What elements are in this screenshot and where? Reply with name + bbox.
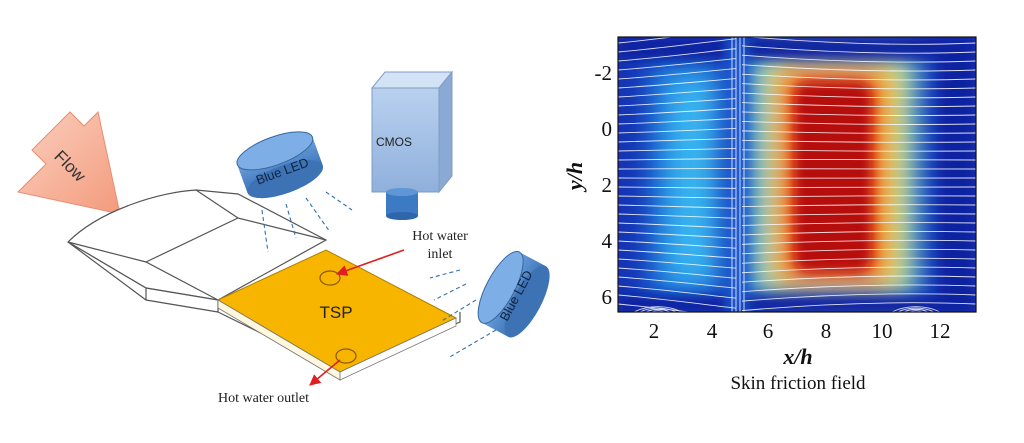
streamline — [618, 167, 737, 170]
streamline — [741, 83, 976, 90]
streamline — [618, 240, 737, 249]
streamline — [741, 149, 976, 152]
y-tick: 2 — [602, 173, 613, 197]
streamline — [618, 195, 737, 199]
streamline — [741, 275, 976, 283]
outlet-port — [335, 348, 357, 364]
streamline — [618, 186, 737, 189]
y-tick: 4 — [602, 229, 613, 253]
streamline — [741, 54, 976, 63]
streamline — [618, 38, 737, 53]
streamline — [741, 139, 976, 143]
streamline — [741, 130, 976, 134]
streamline — [741, 120, 976, 125]
x-axis-label: x/h — [782, 344, 812, 369]
x-tick: 2 — [649, 319, 660, 343]
streamline — [618, 285, 737, 299]
streamline — [618, 231, 737, 239]
setup-diagram: Flow TSP Hot water inlet Hot wat — [16, 70, 550, 406]
streamline — [741, 284, 976, 293]
streamlines — [618, 37, 976, 312]
streamline — [741, 222, 976, 226]
streamline — [618, 108, 737, 116]
x-tick: 12 — [930, 319, 951, 343]
streamline — [741, 266, 976, 274]
streamline — [618, 78, 737, 89]
streamline — [741, 111, 976, 117]
x-tick: 10 — [872, 319, 893, 343]
streamline — [618, 58, 737, 71]
streamline — [618, 68, 737, 80]
x-axis: 2 4 6 8 10 12 x/h — [649, 319, 951, 369]
streamline — [897, 307, 935, 312]
y-tick: -2 — [595, 61, 613, 85]
tsp-plate: TSP — [216, 249, 458, 381]
streamline — [741, 186, 976, 189]
streamline — [618, 249, 737, 259]
streamline — [618, 276, 737, 289]
streamline — [903, 308, 929, 312]
streamline — [741, 239, 976, 245]
streamline — [633, 306, 683, 312]
streamline — [618, 118, 737, 125]
inlet-label-line1: Hot water — [412, 229, 468, 244]
streamline — [741, 293, 976, 302]
streamline — [741, 73, 976, 81]
flow-arrow: Flow — [16, 110, 121, 215]
inlet-label-line2: inlet — [428, 247, 453, 262]
streamline — [741, 248, 976, 255]
streamline — [618, 204, 737, 209]
streamline — [741, 230, 976, 236]
streamline — [741, 257, 976, 264]
streamline — [618, 157, 737, 161]
streamline — [741, 92, 976, 99]
streamline — [741, 204, 976, 208]
streamline — [618, 213, 737, 219]
inlet-port — [319, 270, 341, 286]
streamline — [741, 195, 976, 198]
streamline — [744, 37, 976, 45]
x-tick: 8 — [821, 319, 832, 343]
tsp-label: TSP — [319, 303, 352, 322]
y-axis-label: y/h — [562, 162, 587, 193]
plot-frame — [617, 36, 977, 313]
blue-led-top: Blue LED — [236, 131, 324, 199]
streamline — [741, 45, 976, 54]
streamline — [741, 64, 976, 72]
inlet-arrow — [335, 249, 405, 276]
streamline — [741, 158, 976, 161]
y-tick: 0 — [602, 117, 613, 141]
camera-label: CMOS — [376, 135, 412, 149]
streamline — [618, 138, 737, 143]
streamline — [618, 294, 737, 309]
streamline — [741, 102, 976, 108]
light-beams — [261, 191, 497, 359]
streamline — [741, 213, 976, 217]
cmos-camera: CMOS — [370, 70, 454, 220]
skin-friction-plot: -2 0 2 4 6 y/h 2 4 6 8 10 12 x/h Skin fr… — [562, 36, 977, 394]
blue-led-right: Blue LED — [477, 251, 550, 338]
streamline — [618, 48, 737, 62]
x-tick: 4 — [707, 319, 718, 343]
streamline — [618, 98, 737, 107]
streamline — [618, 88, 737, 98]
y-axis: -2 0 2 4 6 y/h — [562, 61, 613, 309]
outlet-label: Hot water outlet — [218, 391, 309, 406]
streamline — [639, 307, 677, 312]
streamline — [618, 303, 693, 312]
streamline — [618, 147, 737, 152]
streamline — [618, 37, 676, 44]
streamline — [618, 128, 737, 134]
outlet-arrow — [309, 359, 341, 386]
streamline — [891, 306, 941, 312]
streamline — [618, 222, 737, 229]
y-tick: 6 — [602, 285, 613, 309]
plot-caption: Skin friction field — [730, 373, 866, 394]
x-tick: 6 — [763, 319, 774, 343]
streamline — [741, 302, 976, 312]
streamline — [618, 267, 737, 279]
streamline — [645, 308, 671, 312]
streamline — [618, 258, 737, 269]
